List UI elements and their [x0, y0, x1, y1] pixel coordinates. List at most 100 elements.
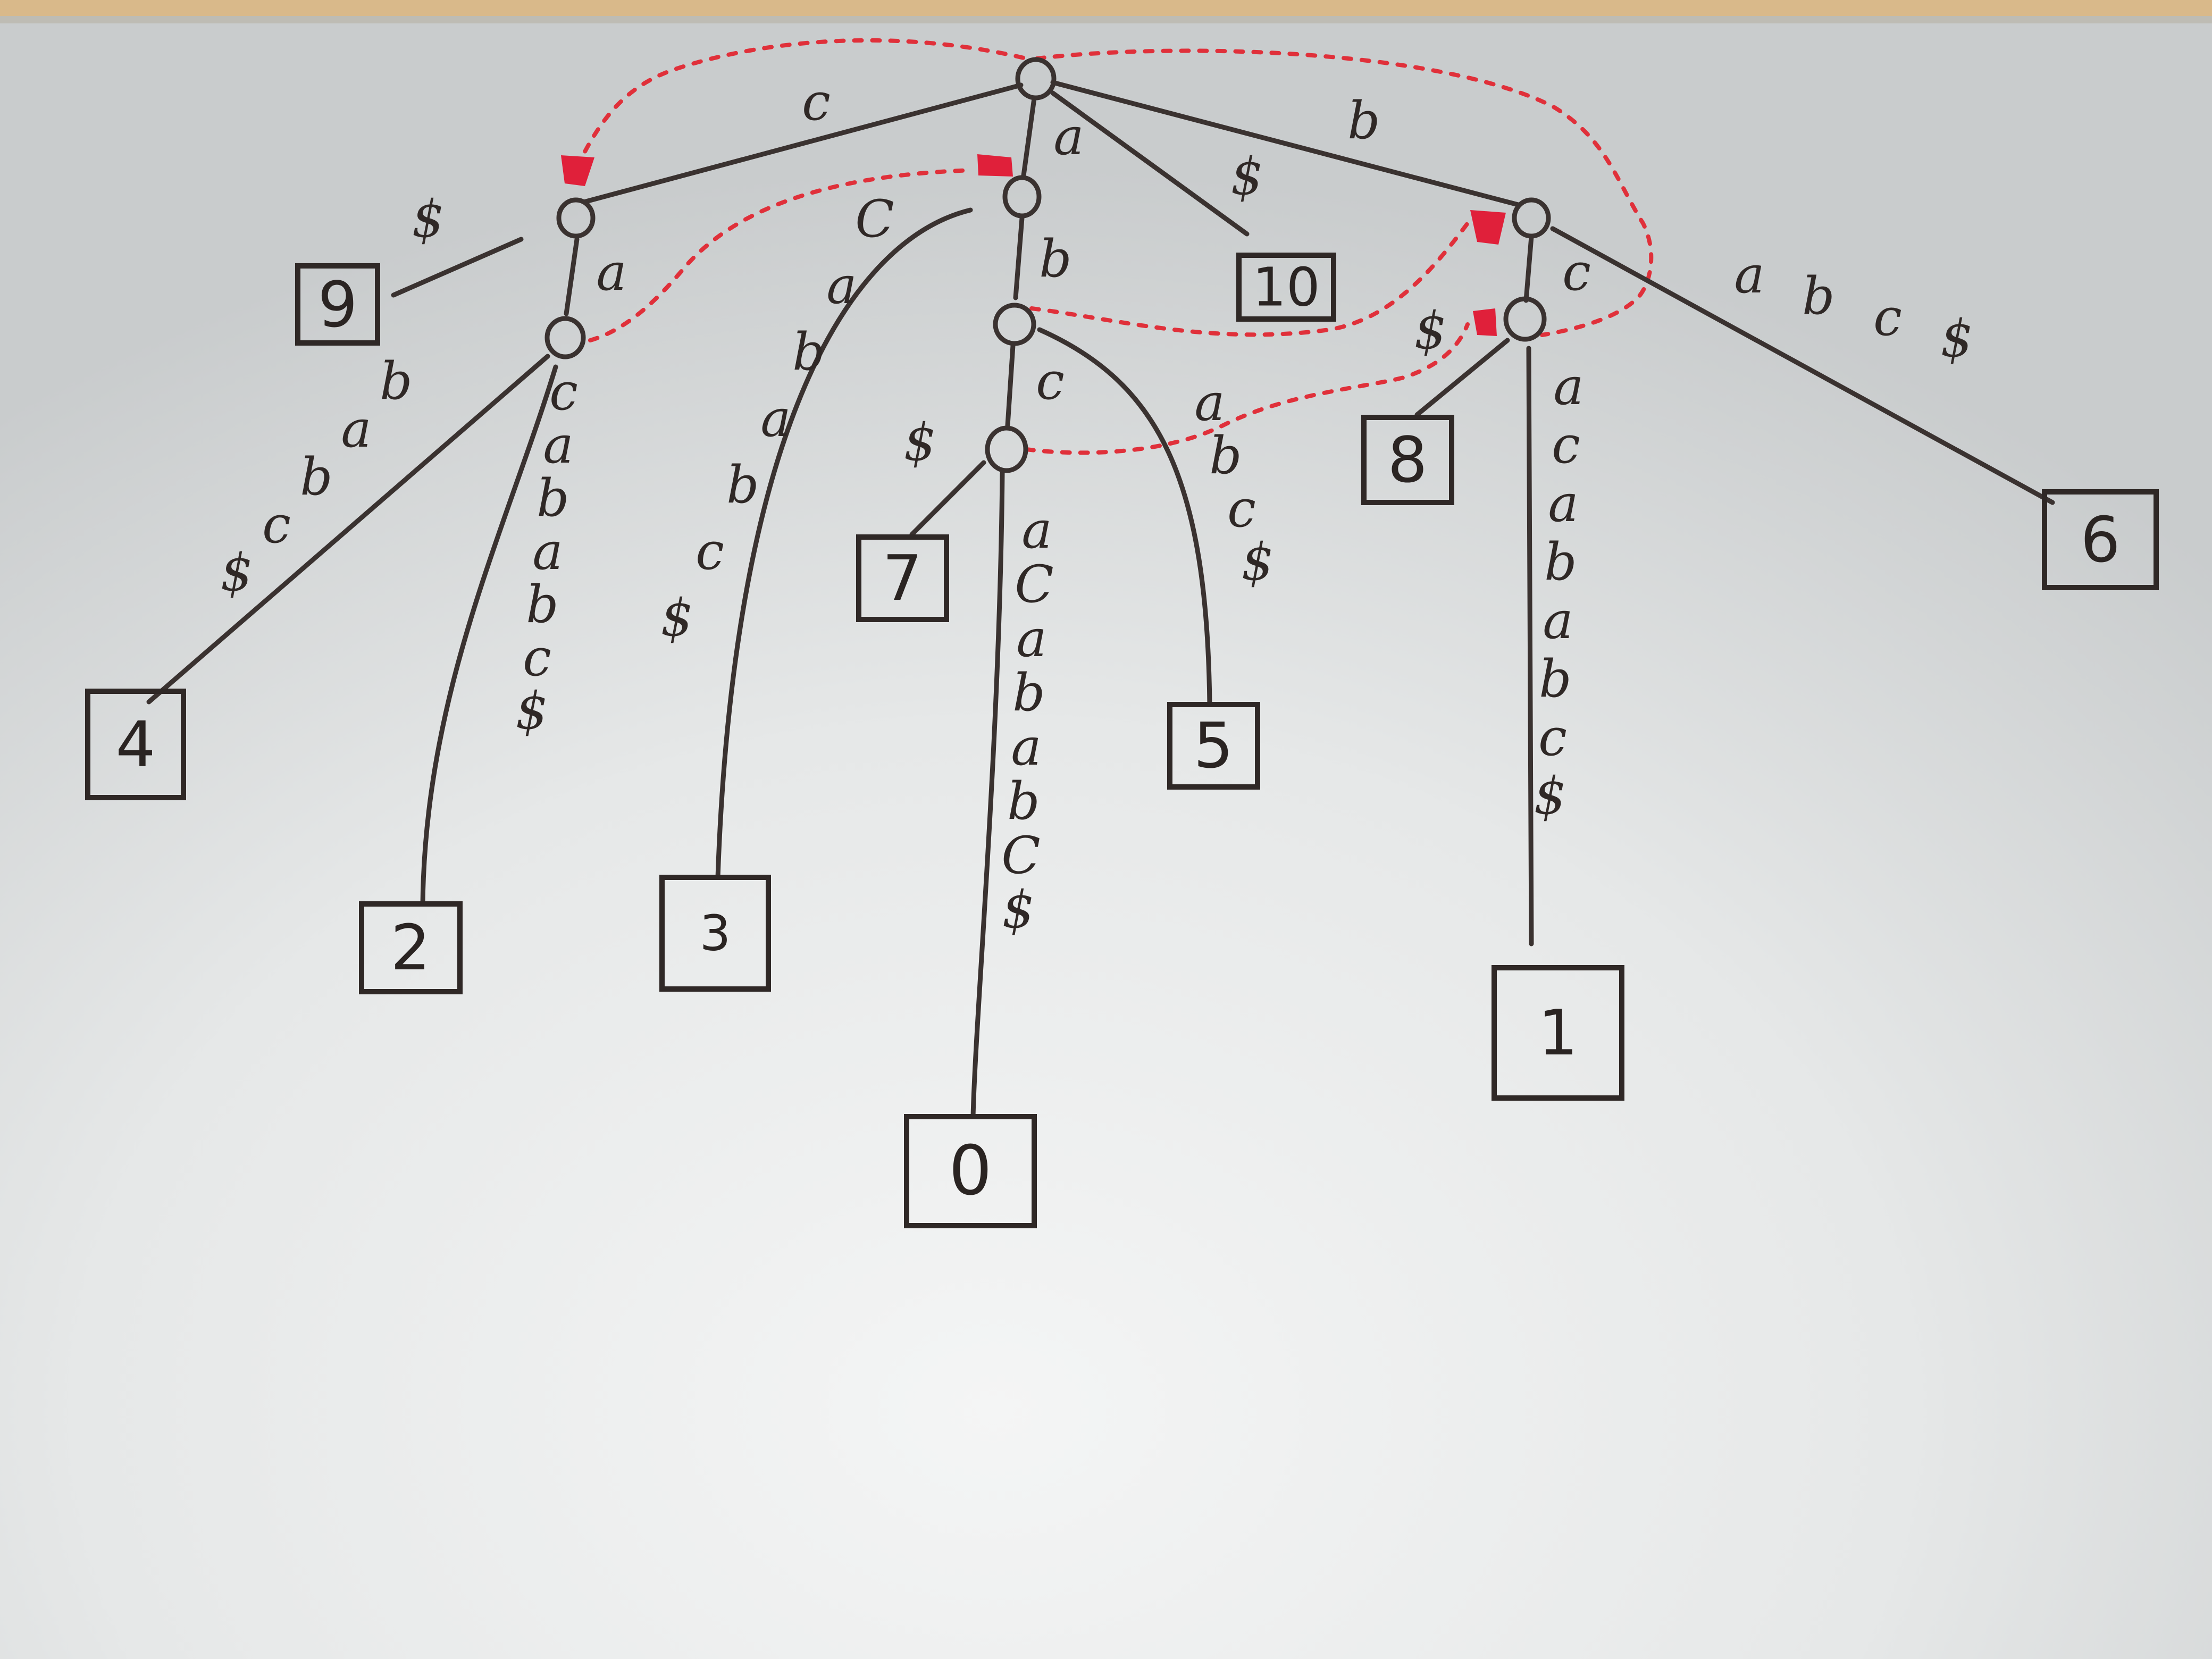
leaf-label: 0 [949, 1132, 992, 1211]
edge-label-char: a [532, 522, 563, 581]
node-a [1002, 175, 1042, 219]
edge-label-char: $ [1534, 766, 1566, 826]
edge-root-b [1050, 80, 1521, 207]
edge-label-char: $ [1241, 532, 1273, 592]
edge-label-char: C [1001, 826, 1040, 885]
edge-label-char: b [726, 455, 759, 515]
suffix-link-ab-to-b [1029, 221, 1470, 337]
tree-edges [146, 80, 2055, 1119]
leaf-label: 7 [882, 541, 922, 615]
edge-root-c [581, 82, 1024, 205]
edge-label-char: $ [1940, 309, 1973, 368]
edge-b-c [1523, 234, 1534, 303]
edge-label-char: b [380, 351, 412, 411]
edge-label-char: c [1873, 288, 1902, 347]
edge-label-char: a [1543, 591, 1573, 650]
node-c [556, 197, 596, 239]
suffix-links [561, 38, 1654, 455]
leaf-9: 9 [295, 263, 380, 346]
leaf-label: 5 [1193, 709, 1233, 782]
edge-label-char: b [1544, 532, 1577, 592]
edge-label-char: a [826, 256, 857, 315]
node-ca [544, 316, 586, 359]
edge-label-char: b [1209, 426, 1242, 485]
edge-label-char: b [792, 322, 825, 382]
edge-bc-acab [1526, 346, 1534, 946]
leaf-label: 3 [700, 905, 731, 962]
link-arrowhead-bc [1473, 308, 1497, 336]
edge-label-char: a [1011, 717, 1041, 777]
leaf-label: 6 [2080, 503, 2120, 576]
edge-abc-dollar [909, 460, 986, 537]
edge-label-char: $ [903, 413, 936, 472]
edge-label-char: b [1347, 91, 1380, 150]
leaf-5: 5 [1167, 702, 1260, 790]
leaf-boxes: 9 10 8 6 7 5 4 2 [85, 253, 2159, 1228]
leaf-6: 6 [2042, 489, 2159, 590]
edge-label-char: C [1015, 555, 1053, 614]
leaf-0: 0 [904, 1114, 1037, 1228]
edge-label-char: b [1039, 229, 1071, 289]
board-frame-shadow [0, 16, 2212, 23]
edge-label-char: a [1734, 245, 1764, 305]
edge-label-char: c [1227, 479, 1256, 539]
edge-a-b [1013, 215, 1025, 300]
edge-label-char: a [341, 399, 371, 459]
leaf-3: 3 [659, 875, 771, 992]
board-frame-top [0, 0, 2212, 16]
leaf-label: 2 [390, 911, 430, 984]
edge-label-char: $ [1230, 147, 1263, 206]
edge-ab-abc [1037, 327, 1212, 707]
leaf-label: 10 [1252, 256, 1320, 319]
leaf-4: 4 [85, 689, 186, 800]
edge-ab-c [1005, 343, 1016, 428]
link-arrowhead-c [561, 155, 594, 186]
node-bc [1503, 296, 1547, 342]
edge-label-char: $ [515, 681, 548, 741]
edge-label-char: a [1021, 500, 1052, 560]
edge-label-char: $ [412, 189, 444, 249]
leaf-8: 8 [1361, 415, 1454, 505]
link-arrowhead-a [977, 154, 1013, 177]
edge-label-char: c [262, 495, 291, 555]
edge-label-char: a [596, 242, 626, 302]
leaf-1: 1 [1492, 965, 1624, 1101]
edge-root-a [1021, 96, 1037, 178]
node-root [1015, 57, 1057, 100]
leaf-label: 9 [317, 268, 357, 341]
leaf-label: 8 [1387, 423, 1427, 497]
edge-root-dollar [1050, 90, 1250, 237]
edge-c-a [564, 237, 580, 316]
suffix-link-ca-to-a [588, 168, 975, 342]
edge-label-char: c [1562, 242, 1591, 302]
edge-label-char: b [526, 575, 558, 634]
edge-label-char: $ [1414, 301, 1446, 361]
edge-label-char: c [1538, 708, 1567, 767]
suffix-link-abc-to-bc [1024, 322, 1470, 455]
edge-abc-acab [970, 471, 1005, 1119]
leaf-label: 4 [115, 708, 155, 781]
leaf-2: 2 [359, 901, 463, 994]
edge-c-dollar [391, 237, 524, 298]
leaf-7: 7 [856, 534, 949, 622]
node-ab [993, 303, 1036, 346]
node-b [1512, 197, 1551, 239]
edge-b-abc [1550, 226, 2055, 505]
edge-label-char: $ [660, 588, 693, 648]
edge-ca-babc [146, 354, 550, 705]
leaf-label: 1 [1538, 996, 1578, 1069]
edge-label-char: c [1552, 415, 1580, 475]
internal-nodes [544, 57, 1551, 473]
node-abc [985, 425, 1028, 473]
edge-label-char: C [855, 189, 894, 249]
edge-label-char: c [802, 72, 831, 132]
edge-label-char: c [696, 522, 724, 581]
edge-ca-cabab [420, 364, 558, 907]
edge-label-char: b [300, 447, 332, 507]
edge-label-char: $ [220, 543, 253, 602]
edge-label-char: c [523, 628, 551, 688]
suffix-link-b-to-root [1035, 48, 1654, 337]
